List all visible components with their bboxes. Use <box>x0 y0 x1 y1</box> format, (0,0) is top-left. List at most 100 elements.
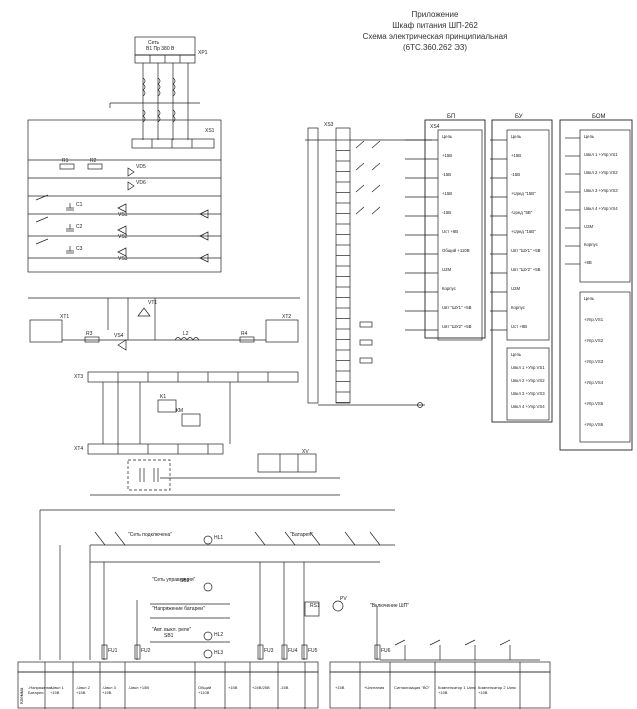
resistor-r4 <box>239 336 255 343</box>
hl3-label: HL3 <box>214 650 224 656</box>
doc-number: (6ТС.360.262 Э3) <box>402 43 467 52</box>
thyristor-vs2 <box>117 225 127 235</box>
xs3-connector-strip <box>335 127 351 404</box>
bom-row-label: +8В <box>584 260 592 265</box>
fu6-label: FU6 <box>381 648 391 654</box>
c1-label: C1 <box>76 202 83 208</box>
bu-row-label: Uвкл 4 +Упр.VS4 <box>511 404 545 409</box>
bottom-terminal-cell: +15В <box>228 685 238 690</box>
capacitor-c2 <box>66 224 74 232</box>
transistor-vt1 <box>137 307 151 317</box>
battery-annotation: "Батарея" <box>290 532 313 538</box>
lamp-hl2 <box>203 582 213 592</box>
diagram-type: Схема электрическая принципиальная <box>362 32 508 41</box>
bom-row-label: Корпус <box>584 242 598 247</box>
capacitor-c3 <box>66 246 74 254</box>
vs2-label: VS2 <box>118 234 128 240</box>
fuse-fu4 <box>281 644 288 660</box>
pv-label: PV <box>340 596 347 602</box>
bp-row-label: +15В <box>442 153 453 158</box>
bu-row-label: +15В <box>511 153 522 158</box>
bom-row-label: Uвкл 1 +Упр.VS1 <box>584 152 618 157</box>
bp-row-label: -15В <box>442 210 452 215</box>
fu4-label: FU4 <box>288 648 298 654</box>
appendix-title: Приложение <box>411 10 459 19</box>
vd6-label: VD6 <box>136 180 146 186</box>
r3-label: R3 <box>86 331 93 337</box>
bp-row-label: -15В <box>442 172 452 177</box>
thyristor-vs1 <box>117 203 127 213</box>
bom-row-label: +Упр.VS2 <box>584 338 604 343</box>
bp-row-label: Uвт "ШУ1" +5В <box>442 305 472 310</box>
network-label: Сеть <box>148 40 160 46</box>
xp1-label: ХР1 <box>198 50 208 56</box>
bu-block <box>491 119 553 423</box>
bottom-terminal-cell: -Напряжение Батареи <box>28 685 53 695</box>
bu-block-title: БУ <box>515 114 523 120</box>
control-annotation: "Сеть управления" <box>152 577 196 583</box>
bp-row-label: U2М <box>442 267 452 272</box>
bp-row-label: Корпус <box>442 286 456 291</box>
rs1-label: RS1 <box>310 603 320 609</box>
bu-row-label: Цепь <box>511 134 522 139</box>
fu1-label: FU1 <box>108 648 118 654</box>
xt4-label: ХТ4 <box>74 446 84 452</box>
bu-row-label: Uвт "ШУ2" +5В <box>511 267 541 272</box>
xt4-strip <box>87 443 224 455</box>
xt1-label: XT1 <box>60 314 70 320</box>
fu5-label: FU5 <box>308 648 318 654</box>
bom-row-label: +Упр.VS5 <box>584 401 604 406</box>
relay-k1 <box>157 399 177 413</box>
sb2-label: SB2 <box>180 578 190 584</box>
fuse-fu2 <box>134 644 141 660</box>
bu-row-label: Uвкл 2 +Упр.VS2 <box>511 378 545 383</box>
xs2-connector <box>257 453 317 473</box>
bp-row-label: Uвт "ШУ2" +5В <box>442 324 472 329</box>
vt1-label: VT1 <box>148 300 158 306</box>
bom-row-label: +Упр.VS4 <box>584 380 604 385</box>
thyristor-vs3 <box>117 247 127 257</box>
r1-label: R1 <box>62 158 69 164</box>
vs1-label: VS1 <box>118 212 128 218</box>
fuse-fu5 <box>301 644 308 660</box>
cabinet-title: Шкаф питания ШП-262 <box>392 21 478 30</box>
bottom-terminal-cell: -Uвкл +15В <box>128 685 150 690</box>
xv-label: ХV <box>302 449 309 455</box>
bom-block <box>559 119 633 451</box>
c2-label: C2 <box>76 224 83 230</box>
lamp-hl3 <box>203 631 213 641</box>
bottom-terminal-strip-left <box>17 661 319 673</box>
bom-row-label: Uвкл 3 +Упр.VS3 <box>584 188 618 193</box>
xt3-strip <box>87 371 299 383</box>
bom-row-label: Uвкл 4 +Упр.VS4 <box>584 206 618 211</box>
bottom-terminal-cell: Общий +110В <box>198 685 212 695</box>
bu-row-label: Uвкл 1 +Упр.VS1 <box>511 365 545 370</box>
fuse-fu1 <box>101 644 108 660</box>
bom-row-label: +Упр.VS6 <box>584 422 604 427</box>
bp-row-label: Цепь <box>442 134 453 139</box>
bottom-terminal-cell: Сигнализация "ВО" <box>394 685 430 690</box>
bu-row-label: -Uред "5В" <box>511 210 533 215</box>
bom-row-label: Цепь <box>584 296 595 301</box>
fuse-fu3 <box>257 644 264 660</box>
hl1-label: HL1 <box>214 535 224 541</box>
bottom-terminal-cell: Компенсатор 2 Uинк +15В <box>478 685 516 695</box>
bottom-terminal-cell: +Uпитания <box>364 685 385 690</box>
bu-row-label: +Uред "15В" <box>511 191 536 196</box>
bu-row-label: -15В <box>511 172 521 177</box>
bottom-terminal-strip-right <box>329 661 551 673</box>
bp-row-label: Общий +110В <box>442 248 470 253</box>
bu-row-label: Корпус <box>511 305 525 310</box>
bottom-terminal-cell: Компенсатор 1 Uинк +15В <box>438 685 476 695</box>
bom-row-label: +Упр.VS1 <box>584 317 604 322</box>
bottom-terminal-cell: -Uвкл 2 +15В <box>76 685 90 695</box>
resistor-r3 <box>84 336 100 343</box>
hl2-label: HL2 <box>214 632 224 638</box>
bu-row-label: U2М <box>511 286 521 291</box>
fu2-label: FU2 <box>141 648 151 654</box>
bp-row-label: Uст +8В <box>442 229 459 234</box>
fu3-label: FU3 <box>264 648 274 654</box>
lamp-hl1 <box>203 535 213 545</box>
xs3-label: ХS3 <box>324 122 334 128</box>
